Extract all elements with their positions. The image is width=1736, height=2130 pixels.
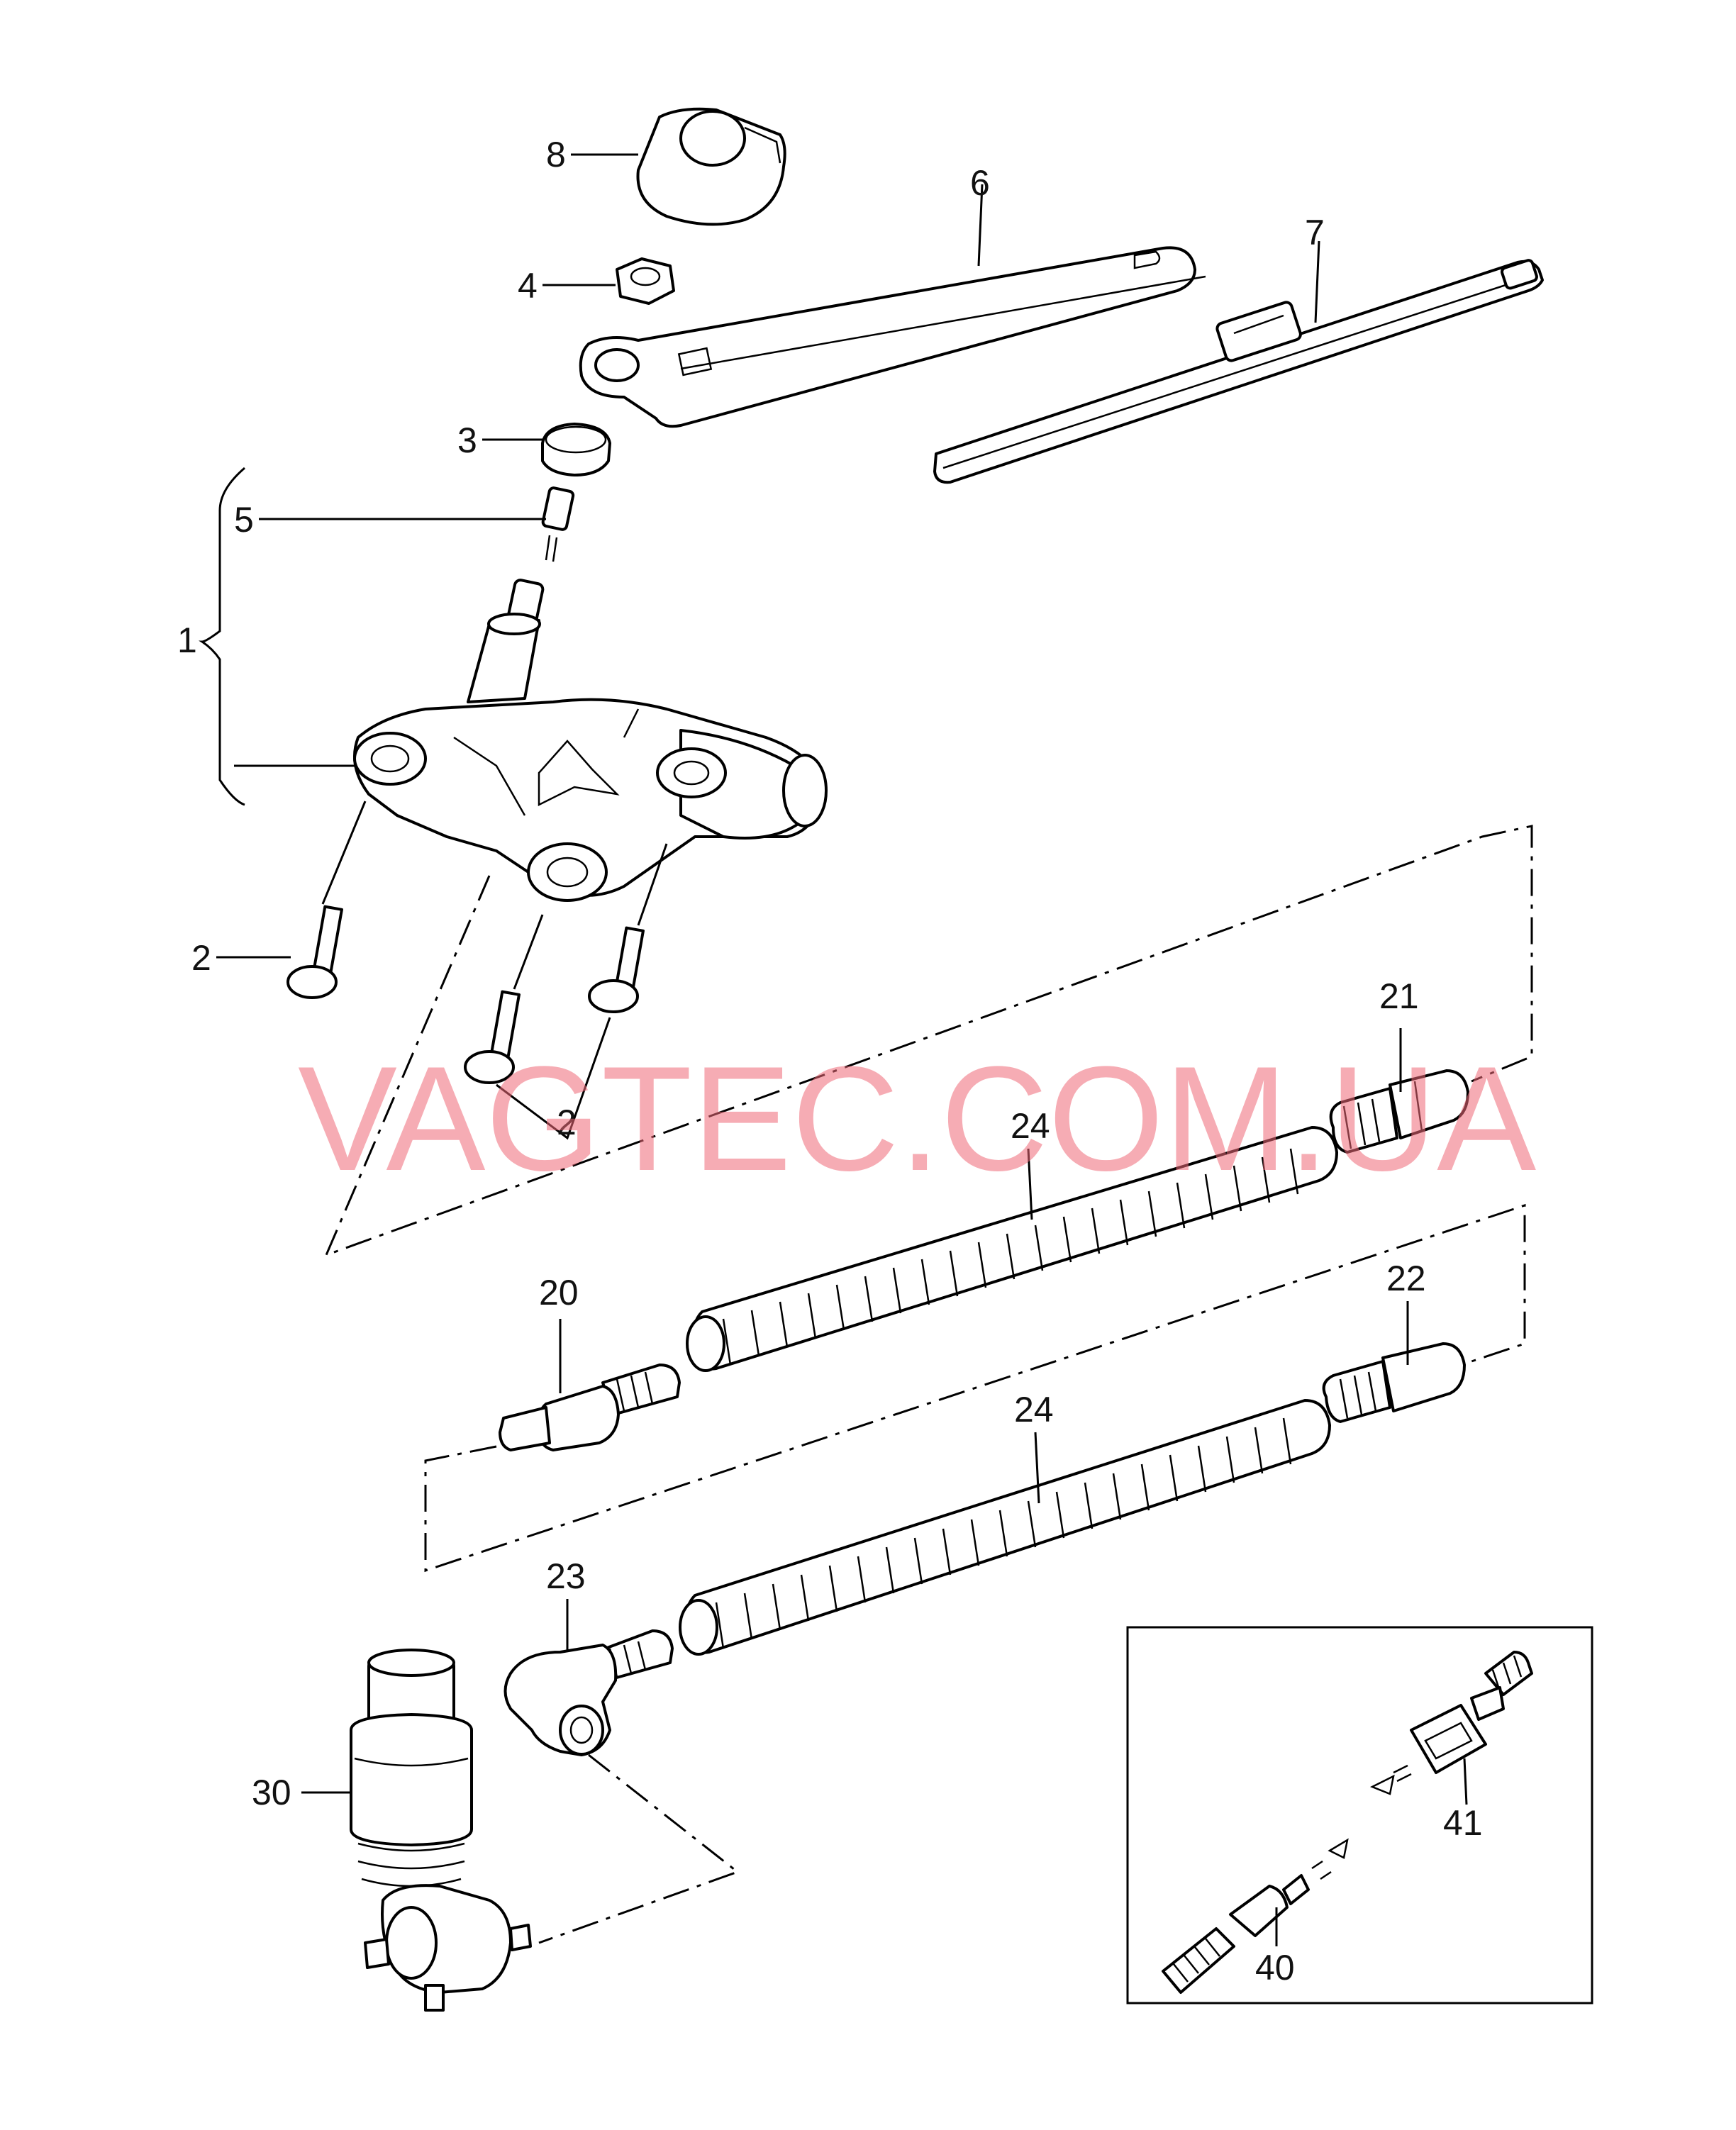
bolt-icon[interactable] — [588, 926, 645, 1013]
detail-inset-box — [1126, 1626, 1593, 2004]
assembly-bracket — [199, 467, 245, 806]
callout-1: 1 — [177, 620, 197, 660]
washer-pump-icon[interactable] — [350, 1649, 532, 2012]
callout-2a: 2 — [191, 938, 211, 978]
connector-icon[interactable] — [1162, 1838, 1349, 1994]
callout-6: 6 — [970, 163, 990, 203]
nut-icon[interactable] — [616, 257, 675, 305]
callout-3: 3 — [457, 420, 477, 460]
watermark-text: VAGTEC.COM.UA — [298, 1035, 1536, 1202]
spindle-icon[interactable] — [541, 486, 575, 562]
wiper-blade-icon[interactable] — [933, 259, 1544, 484]
hose-icon[interactable] — [686, 1126, 1338, 1372]
callout-21: 21 — [1379, 976, 1419, 1016]
callout-23: 23 — [546, 1556, 586, 1596]
cap-icon[interactable] — [636, 107, 786, 226]
callout-40: 40 — [1255, 1948, 1295, 1987]
callout-2b: 2 — [557, 1103, 577, 1142]
callout-24b: 24 — [1014, 1390, 1054, 1429]
connector-icon[interactable] — [499, 1364, 681, 1451]
callout-24a: 24 — [1011, 1106, 1050, 1146]
connector-icon[interactable] — [1322, 1342, 1466, 1423]
connector-icon[interactable] — [1329, 1069, 1469, 1154]
seal-icon[interactable] — [541, 423, 611, 476]
callout-8: 8 — [546, 135, 566, 174]
callout-20: 20 — [539, 1273, 579, 1312]
callout-41: 41 — [1443, 1803, 1483, 1843]
bolt-icon[interactable] — [286, 905, 343, 999]
connector-icon[interactable] — [1369, 1651, 1533, 1795]
wiper-motor-icon[interactable] — [353, 579, 828, 902]
callout-4: 4 — [518, 266, 538, 306]
callout-22: 22 — [1386, 1259, 1426, 1298]
bolt-icon[interactable] — [464, 990, 521, 1084]
elbow-connector-icon[interactable] — [503, 1629, 674, 1756]
callout-7: 7 — [1305, 213, 1325, 252]
wiper-arm-icon[interactable] — [579, 246, 1206, 428]
hose-icon[interactable] — [679, 1399, 1331, 1656]
callout-30: 30 — [252, 1773, 291, 1812]
callout-5: 5 — [234, 500, 254, 540]
